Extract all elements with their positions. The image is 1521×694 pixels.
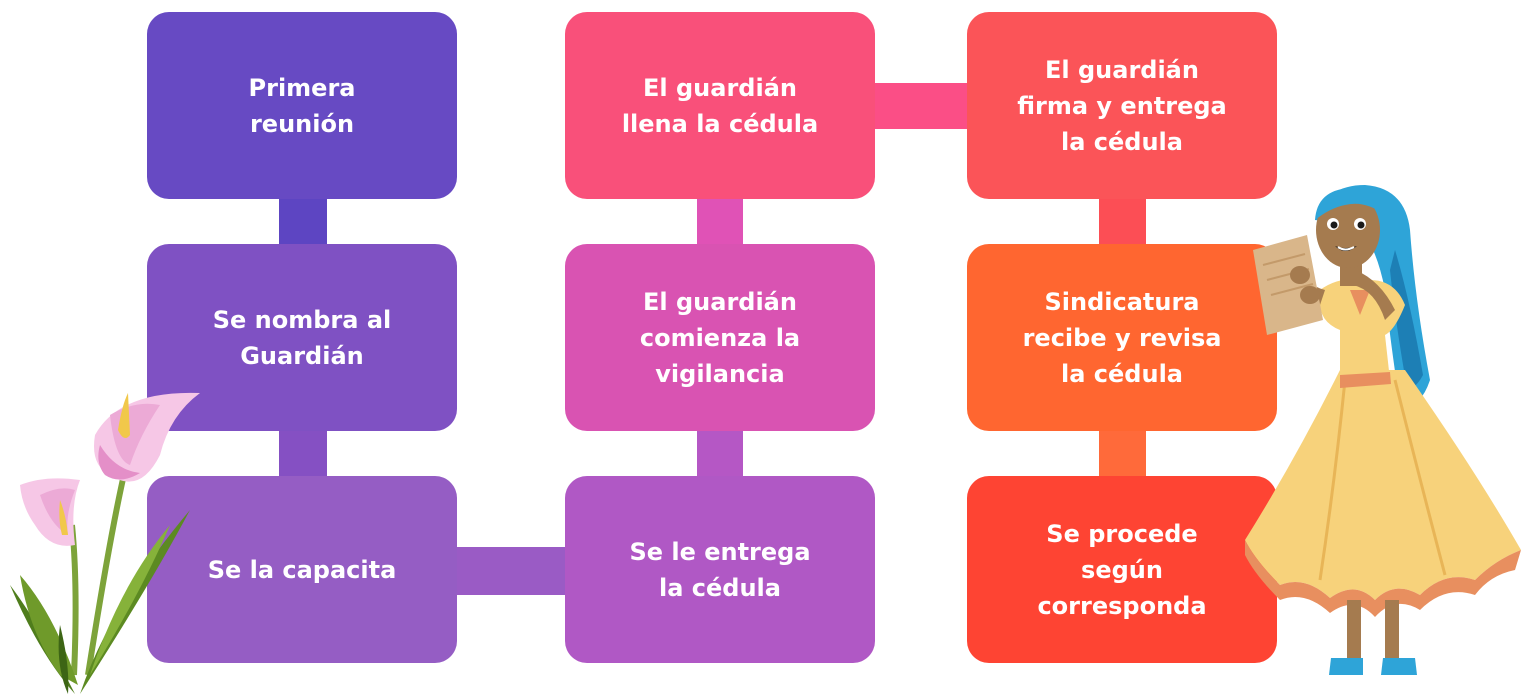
connector-vigilancia-llena — [697, 195, 743, 250]
connector-entrega-vigilancia — [697, 426, 743, 481]
step-label: Primera reunión — [248, 73, 356, 138]
step-procede: Se procede según corresponda — [967, 476, 1277, 663]
step-label: El guardián llena la cédula — [621, 73, 819, 138]
step-label: Sindicatura recibe y revisa la cédula — [1022, 287, 1222, 388]
connector-capacita-entrega — [452, 547, 570, 595]
step-primera-reunion: Primera reunión — [147, 12, 457, 199]
step-nombra-guardian: Se nombra al Guardián — [147, 244, 457, 431]
woman-reading-document-illustration — [1245, 185, 1521, 675]
connector-llena-firma — [870, 83, 972, 129]
step-label: Se nombra al Guardián — [212, 305, 392, 370]
calla-lily-illustration — [10, 392, 200, 694]
step-llena-cedula: El guardián llena la cédula — [565, 12, 875, 199]
step-label: Se procede según corresponda — [1037, 519, 1207, 620]
step-label: Se la capacita — [207, 555, 397, 584]
step-label: El guardián firma y entrega la cédula — [1017, 55, 1227, 156]
step-firma-entrega: El guardián firma y entrega la cédula — [967, 12, 1277, 199]
step-comienza-vigilancia: El guardián comienza la vigilancia — [565, 244, 875, 431]
step-entrega-cedula: Se le entrega la cédula — [565, 476, 875, 663]
connector-nombra-capacita — [279, 426, 327, 481]
step-label: Se le entrega la cédula — [629, 537, 811, 602]
connector-sindicatura-procede — [1099, 426, 1146, 481]
connector-firma-sindicatura — [1099, 195, 1146, 250]
connector-primera-nombra — [279, 195, 327, 250]
step-label: El guardián comienza la vigilancia — [639, 287, 801, 388]
step-sindicatura-revisa: Sindicatura recibe y revisa la cédula — [967, 244, 1277, 431]
step-capacita: Se la capacita — [147, 476, 457, 663]
